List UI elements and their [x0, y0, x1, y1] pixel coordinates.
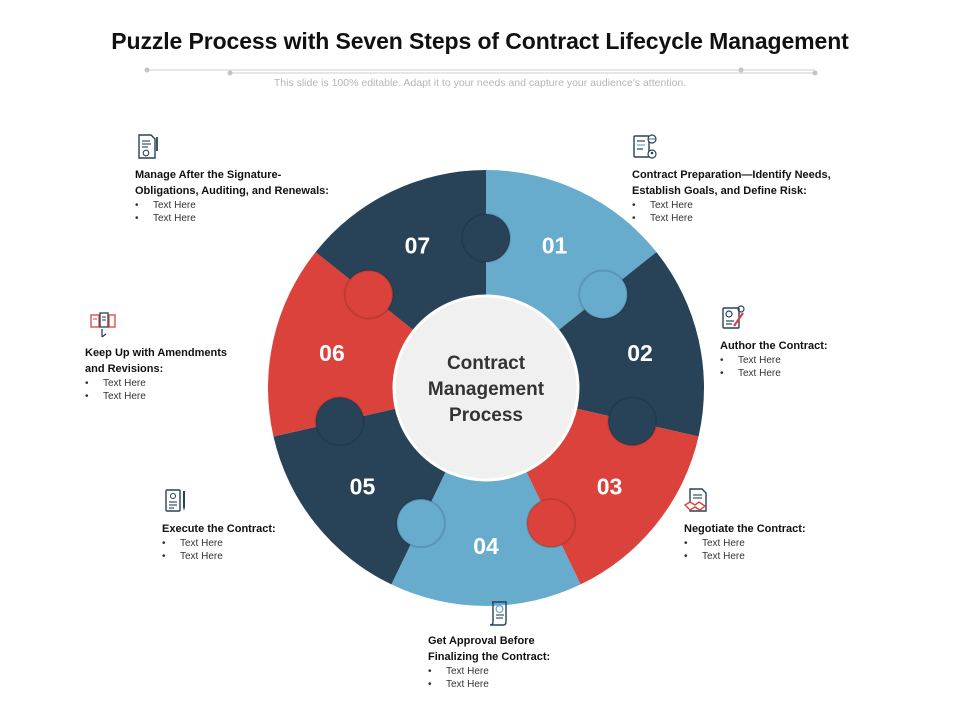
step-4: Get Approval Before Finalizing the Contr… [428, 599, 678, 691]
document-globe-icon [633, 134, 657, 159]
step-1-bullet-2: Text Here [632, 212, 882, 225]
step-6-bullet-2: Text Here [85, 390, 335, 403]
puzzle-tab-06 [343, 269, 394, 320]
step-5-bullets: Text Here Text Here [162, 537, 412, 563]
puzzle-tab-07 [461, 213, 511, 263]
segment-number-01: 01 [542, 233, 568, 259]
step-5-bullet-2: Text Here [162, 550, 412, 563]
step-7-heading: Manage After the Signature- Obligations,… [135, 169, 329, 197]
title-divider [144, 67, 818, 76]
step-5: Execute the Contract: Text Here Text Her… [162, 487, 412, 563]
step-4-bullet-1: Text Here [428, 665, 678, 678]
revision-documents-icon [90, 312, 116, 338]
step-5-bullet-1: Text Here [162, 537, 412, 550]
step-2-bullet-2: Text Here [720, 367, 960, 380]
puzzle-segment-04 [391, 467, 581, 606]
step-7: Manage After the Signature- Obligations,… [135, 133, 385, 225]
approval-scroll-icon [489, 601, 507, 626]
center-label-line-1: Contract [447, 353, 526, 374]
segment-number-04: 04 [473, 533, 499, 559]
step-1-bullets: Text Here Text Here [632, 199, 882, 225]
puzzle-segment-07 [315, 170, 486, 334]
segment-number-03: 03 [597, 474, 623, 500]
segment-number-05: 05 [350, 474, 376, 500]
step-3-bullet-1: Text Here [684, 537, 934, 550]
step-3-heading: Negotiate the Contract: [684, 523, 806, 535]
step-2-bullets: Text Here Text Here [720, 354, 960, 380]
center-label-line-3: Process [449, 405, 523, 426]
puzzle-tab-05 [314, 396, 365, 447]
puzzle-segment-02 [554, 252, 705, 437]
step-3: Negotiate the Contract: Text Here Text H… [684, 487, 934, 563]
center-circle [392, 294, 580, 482]
signed-document-icon [138, 134, 158, 159]
contract-pen-icon [165, 489, 185, 512]
center-label-line-2: Management [428, 379, 545, 400]
step-2: Author the Contract: Text Here Text Here [720, 304, 960, 380]
puzzle-tab-04 [395, 498, 446, 549]
step-6-bullet-1: Text Here [85, 377, 335, 390]
step-1: Contract Preparation—Identify Needs, Est… [632, 133, 882, 225]
step-6-heading: Keep Up with Amendments and Revisions: [85, 347, 227, 375]
step-5-heading: Execute the Contract: [162, 523, 276, 535]
segment-number-07: 07 [405, 233, 431, 259]
slide-subtitle: This slide is 100% editable. Adapt it to… [273, 77, 687, 89]
puzzle-tab-02 [607, 396, 658, 447]
step-6-bullets: Text Here Text Here [85, 377, 335, 403]
handshake-document-icon [684, 488, 707, 512]
puzzle-tab-01 [578, 269, 629, 320]
step-7-bullets: Text Here Text Here [135, 199, 385, 225]
step-7-bullet-2: Text Here [135, 212, 385, 225]
puzzle-tab-03 [526, 498, 577, 549]
step-4-heading: Get Approval Before Finalizing the Contr… [428, 635, 551, 663]
step-2-heading: Author the Contract: [720, 340, 828, 352]
author-edit-icon [722, 305, 745, 329]
step-3-bullet-2: Text Here [684, 550, 934, 563]
step-4-bullet-2: Text Here [428, 678, 678, 691]
puzzle-segment-01 [486, 170, 657, 334]
segment-number-06: 06 [319, 340, 345, 366]
slide-title: Puzzle Process with Seven Steps of Contr… [111, 28, 849, 54]
step-6: Keep Up with Amendments and Revisions: T… [85, 311, 335, 403]
step-1-heading: Contract Preparation—Identify Needs, Est… [632, 169, 831, 197]
step-7-bullet-1: Text Here [135, 199, 385, 212]
step-2-bullet-1: Text Here [720, 354, 960, 367]
step-3-bullets: Text Here Text Here [684, 537, 934, 563]
step-1-bullet-1: Text Here [632, 199, 882, 212]
segment-number-02: 02 [627, 340, 653, 366]
step-4-bullets: Text Here Text Here [428, 665, 678, 691]
